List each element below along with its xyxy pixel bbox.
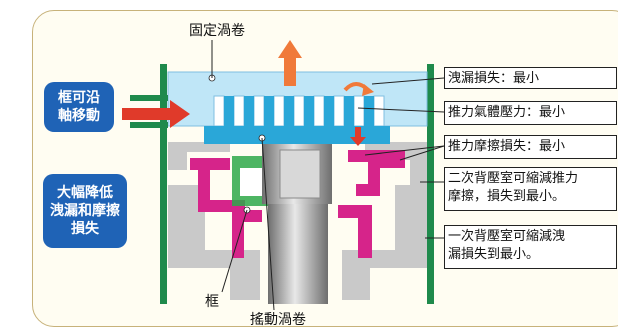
chamber-right-lower — [338, 205, 372, 258]
fixed-scroll-label: 固定渦卷 — [189, 23, 245, 39]
frame-right — [342, 142, 427, 300]
frame-left-upper — [168, 142, 230, 170]
frame-left-lower — [168, 185, 260, 300]
callout-leak-loss-text: 洩漏損失：最小 — [448, 71, 540, 86]
primary-chamber-left — [190, 158, 245, 212]
feed-bar-bottom — [130, 122, 168, 128]
housing-bar-right — [427, 64, 434, 304]
secondary-chamber-right — [348, 150, 405, 196]
axial-push-arrow-icon — [122, 100, 190, 128]
leak-arrowhead-icon — [362, 84, 374, 96]
discharge-arrow-icon — [278, 40, 302, 86]
callout-thrust-gas-text: 推力氣體壓力：最小 — [448, 105, 566, 120]
callout-thrust-friction: 推力摩擦損失：最小 — [444, 135, 617, 159]
gas-force-arrow-icon — [350, 127, 366, 146]
chamber-left-lower — [232, 210, 262, 258]
orbiting-scroll-label: 搖動渦卷 — [250, 312, 306, 328]
reduce-loss-label: 大幅降低 洩漏和摩擦 損失 — [50, 185, 120, 237]
callout-primary-chamber-text: 一次背壓室可縮減洩 漏損失到最小。 — [448, 229, 566, 262]
orbiting-scroll — [204, 96, 390, 144]
axial-move-label: 框可沿 軸移動 — [58, 90, 100, 124]
fixed-scroll-vanes — [213, 95, 385, 127]
feed-bar-top — [130, 95, 168, 101]
callout-leak-loss: 洩漏損失：最小 — [444, 67, 617, 89]
main-shaft — [268, 204, 328, 304]
housing-bar-left — [160, 64, 167, 304]
frame-label: 框 — [205, 294, 219, 310]
thrust-ring-inner — [240, 168, 262, 196]
leader-lines — [211, 40, 445, 311]
eccentric-pin — [279, 149, 321, 199]
axial-move-badge: 框可沿 軸移動 — [44, 82, 114, 132]
callout-thrust-gas: 推力氣體壓力：最小 — [444, 101, 617, 125]
callout-primary-chamber: 一次背壓室可縮減洩 漏損失到最小。 — [444, 225, 617, 269]
callout-thrust-friction-text: 推力摩擦損失：最小 — [448, 139, 566, 154]
callout-secondary-chamber: 二次背壓室可縮減推力 摩擦，損失到最小。 — [444, 167, 617, 211]
callout-secondary-chamber-text: 二次背壓室可縮減推力 摩擦，損失到最小。 — [448, 171, 579, 204]
reduce-loss-badge: 大幅降低 洩漏和摩擦 損失 — [43, 174, 127, 248]
